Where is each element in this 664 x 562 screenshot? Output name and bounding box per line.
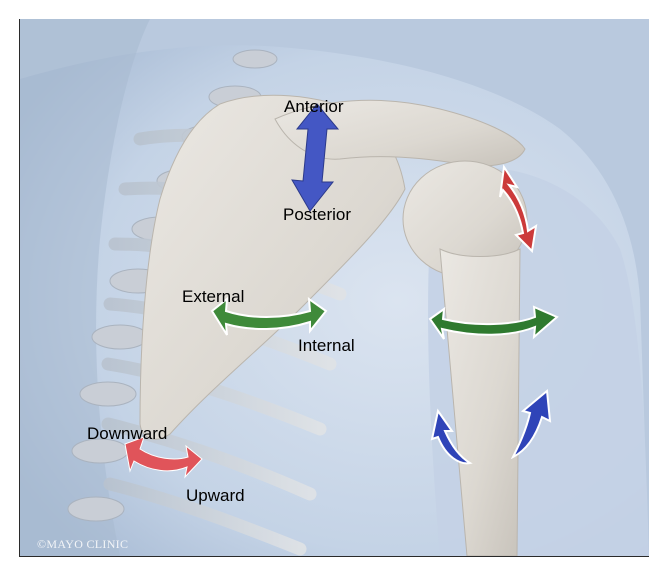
external-label: External <box>182 288 244 306</box>
anterior-label: Anterior <box>284 98 344 116</box>
downward-label: Downward <box>87 425 167 443</box>
internal-label: Internal <box>298 337 355 355</box>
copyright-notice: ©MAYO CLINIC <box>37 537 128 552</box>
upward-label: Upward <box>186 487 245 505</box>
posterior-label: Posterior <box>283 206 351 224</box>
